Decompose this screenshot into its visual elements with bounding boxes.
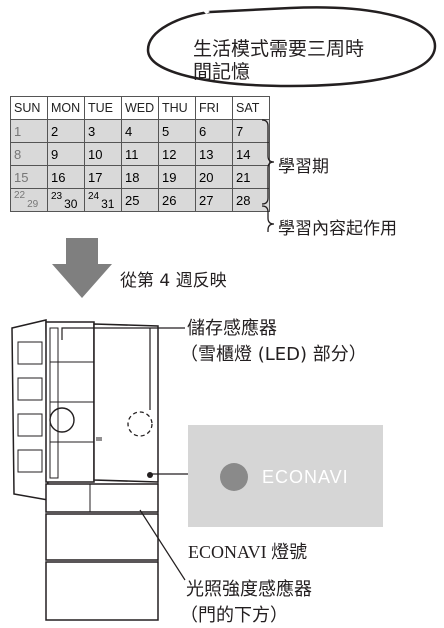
date-cell-split: 2229 bbox=[10, 188, 48, 212]
date-cell: 3 bbox=[84, 119, 122, 143]
day-header: THU bbox=[158, 96, 196, 120]
econavi-lamp-label: ECONAVI 燈號 bbox=[188, 542, 308, 562]
down-arrow-icon bbox=[52, 238, 112, 298]
day-header: FRI bbox=[195, 96, 233, 120]
bubble-line-2: 間記憶 bbox=[193, 61, 251, 83]
date-top: 24 bbox=[88, 191, 100, 202]
date-top: 22 bbox=[14, 189, 26, 201]
date-cell: 9 bbox=[47, 142, 85, 166]
calendar-week: 8 9 10 11 12 13 14 bbox=[10, 142, 270, 166]
day-header: SAT bbox=[232, 96, 270, 120]
speech-bubble bbox=[146, 2, 437, 88]
date-bottom: 29 bbox=[27, 198, 39, 210]
date-cell: 8 bbox=[10, 142, 48, 166]
date-cell: 21 bbox=[232, 165, 270, 189]
econavi-panel: ECONAVI bbox=[188, 425, 383, 527]
econavi-lamp-icon bbox=[220, 463, 248, 491]
date-cell: 18 bbox=[121, 165, 159, 189]
date-top: 23 bbox=[51, 191, 63, 202]
learning-effect-label: 學習內容起作用 bbox=[278, 219, 397, 239]
storage-sensor-sub-label: （雪櫃燈 (LED) 部分） bbox=[180, 344, 367, 365]
light-sensor-label: 光照強度感應器 bbox=[186, 579, 312, 600]
calendar-week: 2229 2330 2431 25 26 27 28 bbox=[10, 188, 270, 212]
calendar-week: 15 16 17 18 19 20 21 bbox=[10, 165, 270, 189]
date-cell: 12 bbox=[158, 142, 196, 166]
date-cell: 25 bbox=[121, 188, 159, 212]
date-cell-split: 2330 bbox=[47, 188, 85, 212]
date-cell: 17 bbox=[84, 165, 122, 189]
date-cell: 16 bbox=[47, 165, 85, 189]
date-cell: 4 bbox=[121, 119, 159, 143]
date-bottom: 30 bbox=[64, 197, 78, 211]
reflect-week4-label: 從第 4 週反映 bbox=[120, 271, 227, 291]
day-header: MON bbox=[47, 96, 85, 120]
date-cell: 5 bbox=[158, 119, 196, 143]
date-cell: 19 bbox=[158, 165, 196, 189]
econavi-logo: ECONAVI bbox=[262, 467, 349, 487]
calendar-header-row: SUN MON TUE WED THU FRI SAT bbox=[10, 96, 270, 120]
date-cell: 2 bbox=[47, 119, 85, 143]
date-cell: 14 bbox=[232, 142, 270, 166]
light-sensor-sub-label: （門的下方） bbox=[180, 605, 288, 626]
date-bottom: 31 bbox=[101, 197, 115, 211]
date-cell: 10 bbox=[84, 142, 122, 166]
date-cell: 7 bbox=[232, 119, 270, 143]
date-cell-split: 2431 bbox=[84, 188, 122, 212]
day-header: WED bbox=[121, 96, 159, 120]
brace-icons bbox=[261, 119, 275, 232]
refrigerator-illustration bbox=[11, 319, 159, 621]
date-cell: 28 bbox=[232, 188, 270, 212]
storage-sensor-label: 儲存感應器 bbox=[187, 318, 277, 339]
learning-period-label: 學習期 bbox=[278, 157, 329, 177]
date-cell: 11 bbox=[121, 142, 159, 166]
day-header: SUN bbox=[10, 96, 48, 120]
bubble-line-1: 生活模式需要三周時 bbox=[193, 38, 365, 60]
date-cell: 13 bbox=[195, 142, 233, 166]
date-cell: 1 bbox=[10, 119, 48, 143]
calendar: SUN MON TUE WED THU FRI SAT 1 2 3 4 5 6 … bbox=[10, 96, 270, 212]
